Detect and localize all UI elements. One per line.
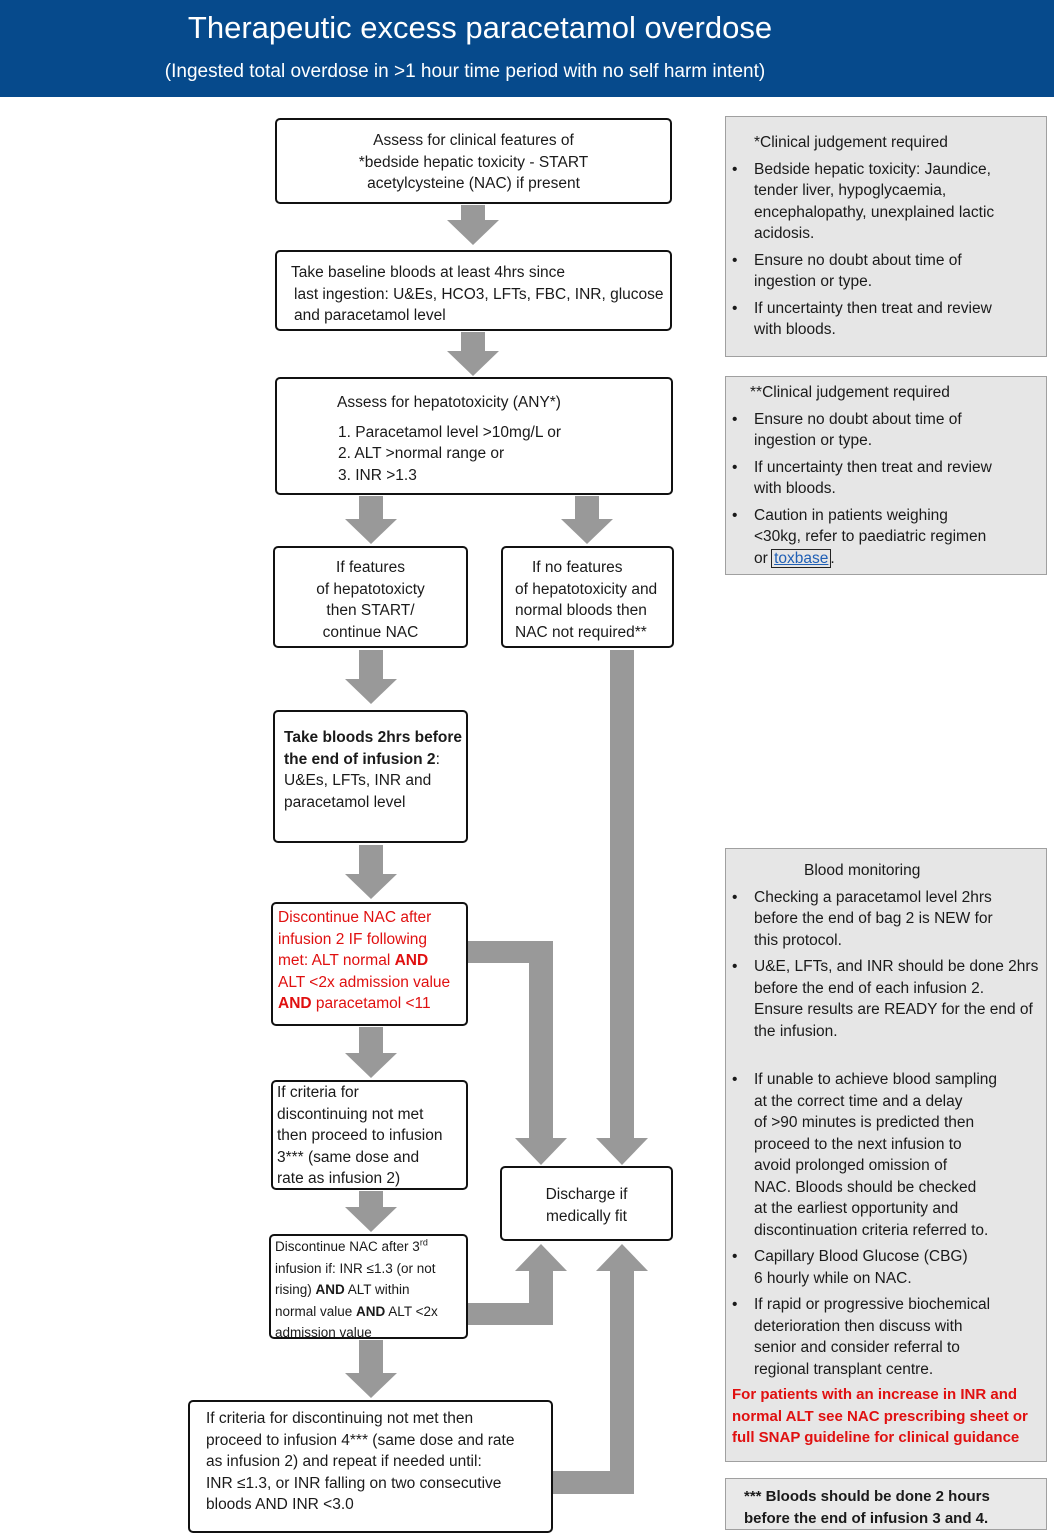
monitoring-heading: Blood monitoring — [804, 862, 921, 879]
monitoring-item: U&E, LFTs, and INR should be done 2hrsbe… — [726, 956, 1046, 1042]
hepato-title: Assess for hepatotoxicity (ANY*) — [337, 394, 561, 411]
arrow-down-1 — [447, 205, 499, 245]
bloods-timing-note: *** Bloods should be done 2 hours before… — [725, 1478, 1047, 1530]
baseline-bloods-box: Take baseline bloods at least 4hrs since… — [275, 250, 672, 331]
page-title: Therapeutic excess paracetamol overdose — [187, 10, 773, 45]
arrow-down-6 — [345, 845, 397, 899]
note1-item: If uncertainty then treat and reviewwith… — [726, 298, 1046, 341]
discharge-box: Discharge if medically fit — [500, 1166, 673, 1241]
clinical-judgement-note-2: **Clinical judgement required Ensure no … — [725, 376, 1047, 575]
arrow-elbow-up-from-infusion3 — [468, 1244, 567, 1325]
discontinue-infusion3-box: Discontinue NAC after 3rd infusion if: I… — [269, 1234, 468, 1340]
blood-monitoring-panel: Blood monitoring Checking a paracetamol … — [725, 848, 1047, 1462]
arrow-elbow-to-discharge — [468, 941, 567, 1165]
note2-heading: **Clinical judgement required — [750, 384, 950, 401]
assess-clinical-box: Assess for clinical features of *bedside… — [275, 118, 672, 204]
arrow-long-to-discharge — [596, 650, 648, 1165]
features-yes-box: If features of hepatotoxicty then START/… — [273, 546, 468, 648]
note1-item: Bedside hepatic toxicity: Jaundice,tende… — [726, 159, 1046, 245]
arrow-elbow-up-from-infusion4 — [553, 1244, 648, 1494]
features-no-box: If no features of hepatotoxicity and nor… — [501, 546, 674, 648]
arrow-down-9 — [345, 1340, 397, 1398]
monitoring-item: Capillary Blood Glucose (CBG)6 hourly wh… — [726, 1246, 1046, 1289]
clinical-judgement-note-1: *Clinical judgement required Bedside hep… — [725, 116, 1047, 357]
arrow-down-8 — [345, 1191, 397, 1232]
criteria-infusion3-box: If criteria for discontinuing not met th… — [271, 1080, 468, 1190]
arrow-down-3 — [345, 496, 397, 544]
note2-item: If uncertainty then treat and reviewwith… — [726, 457, 1046, 500]
arrow-down-4 — [561, 496, 613, 544]
arrow-down-2 — [447, 332, 499, 376]
inr-warning: For patients with an increase in INR and… — [732, 1386, 1028, 1446]
toxbase-link[interactable]: toxbase — [771, 548, 832, 568]
take-bloods-box: Take bloods 2hrs before the end of infus… — [273, 710, 468, 843]
discontinue-infusion2-box: Discontinue NAC after infusion 2 IF foll… — [271, 902, 468, 1026]
arrow-down-5 — [345, 650, 397, 704]
monitoring-item: Checking a paracetamol level 2hrsbefore … — [726, 887, 1046, 952]
page-subtitle: (Ingested total overdose in >1 hour time… — [164, 61, 766, 82]
header-banner: Therapeutic excess paracetamol overdose … — [0, 0, 1054, 97]
note2-item: Caution in patients weighing<30kg, refer… — [726, 505, 1046, 570]
monitoring-item: If rapid or progressive biochemicaldeter… — [726, 1294, 1046, 1380]
criteria-infusion4-box: If criteria for discontinuing not met th… — [188, 1400, 553, 1533]
arrow-down-7 — [345, 1027, 397, 1078]
assess-hepatotoxicity-box: Assess for hepatotoxicity (ANY*) 1. Para… — [275, 377, 673, 495]
note1-heading: *Clinical judgement required — [754, 134, 948, 151]
